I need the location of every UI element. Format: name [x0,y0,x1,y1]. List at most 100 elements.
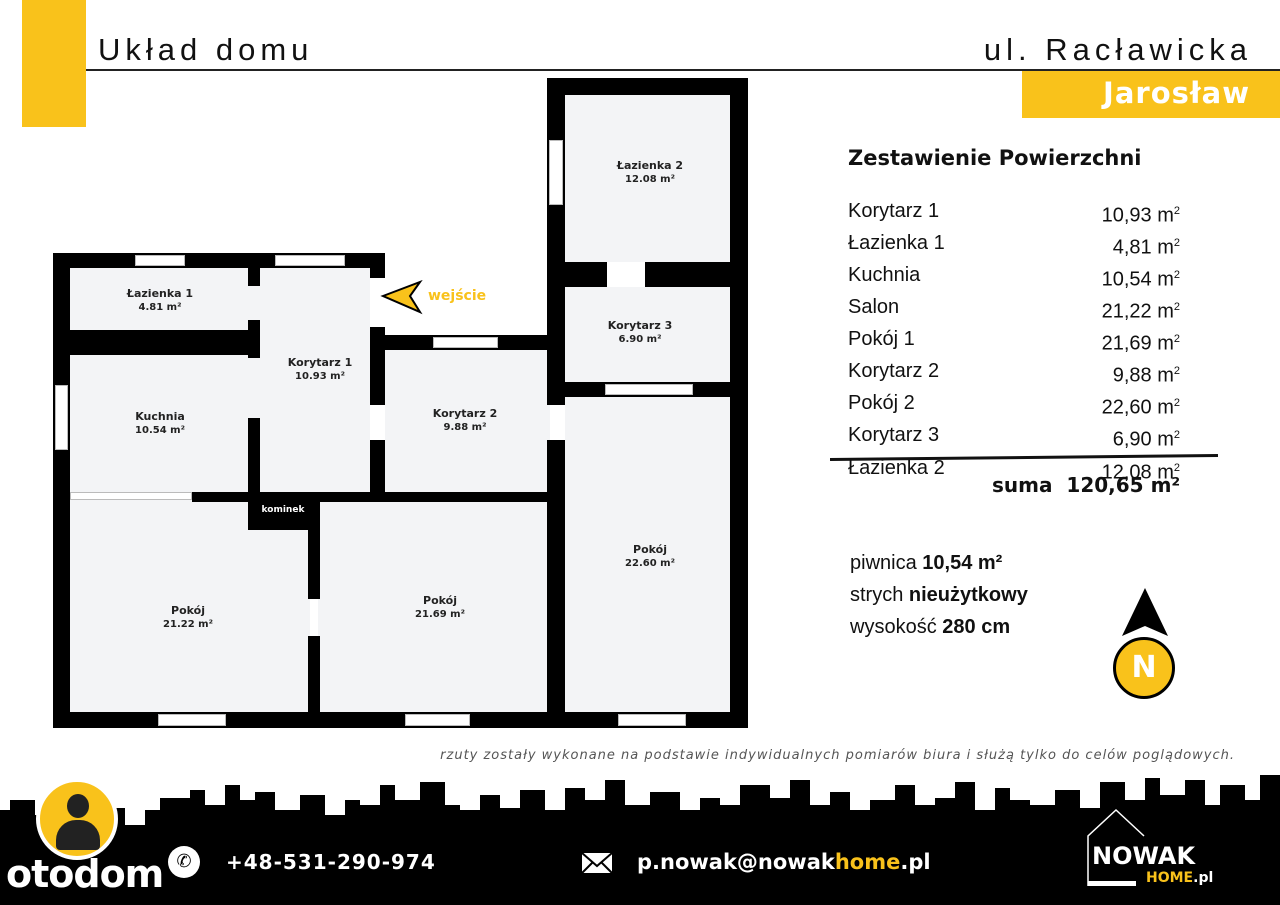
room-area: 9,88 m2 [1112,364,1180,387]
table-row: Pokój 2 22,60 m2 [848,390,1180,422]
room-lazienka-1 [70,268,248,330]
table-row: Łazienka 1 4,81 m2 [848,230,1180,262]
room-korytarz-2 [385,350,550,492]
wall [370,440,385,495]
room-area: 10,93 m2 [1101,204,1180,227]
wall [730,78,748,728]
room-lazienka-2 [565,95,730,262]
wall [248,320,260,358]
room-name: Pokój 2 [848,392,915,415]
extra-basement: piwnica 10,54 m² [850,552,1003,574]
table-row: Kuchnia 10,54 m2 [848,262,1180,294]
area-table: Korytarz 1 10,93 m2 Łazienka 1 4,81 m2 Kuc… [848,198,1180,487]
table-row: Pokój 1 21,69 m2 [848,326,1180,358]
wall [192,492,555,502]
compass-badge: N [1113,637,1175,699]
wall [547,440,565,720]
room-kuchnia [70,355,250,495]
page-title: Układ domu [98,32,314,67]
window [605,384,693,395]
nowak-home-logo: HOME.pl [1146,870,1214,886]
wall [565,262,607,287]
street-label: ul. Racławicka [983,32,1252,67]
wall [645,262,730,287]
compass-arrow-icon [1122,588,1168,636]
table-row: Korytarz 1 10,93 m2 [848,198,1180,230]
entrance-arrow-icon [380,280,423,315]
room-korytarz-3 [565,287,730,382]
email-icon [581,852,613,874]
table-row: Łazienka 2 12,08 m2 [848,455,1180,487]
room-name: Łazienka 1 [848,232,945,255]
room-name: Korytarz 3 [848,424,940,447]
accent-bar-left [22,0,86,127]
room-area: 10,54 m2 [1101,268,1180,291]
wall [53,712,748,728]
window [275,255,345,266]
wall [547,78,748,95]
nowak-house-icon [1087,808,1145,886]
window [158,714,226,726]
wall [248,268,260,286]
city-label: Jarosław [1103,76,1250,110]
phone-icon: ✆ [168,846,200,878]
wall [248,418,260,498]
room-area: 4,81 m2 [1112,236,1180,259]
otodom-agent-icon [36,778,118,860]
city-badge [1022,71,1280,118]
wall [547,78,565,405]
nowak-logo: NOWAK [1092,842,1196,870]
disclaimer: rzuty zostały wykonane na podstawie indy… [440,748,1235,763]
fireplace-block [248,495,318,530]
room-name: Pokój 1 [848,328,915,351]
window [135,255,185,266]
skyline-footer [0,775,1280,905]
room-area: 6,90 m2 [1112,429,1180,452]
room-name: Korytarz 1 [848,200,940,222]
room-area: 12,08 m2 [1101,461,1180,484]
window [70,492,192,500]
window [618,714,686,726]
room-pokoj-b [318,502,555,712]
extras: piwnica 10,54 m² strych nieużytkowy wyso… [850,547,1028,643]
room-area: 21,22 m2 [1101,300,1180,323]
window [433,337,498,348]
room-korytarz-1 [248,268,370,492]
phone-number[interactable]: +48-531-290-974 [226,850,436,874]
room-name: Salon [848,296,900,319]
summary-title: Zestawienie Powierzchni [848,146,1142,170]
window [405,714,470,726]
room-area: 22,60 m2 [1101,397,1180,420]
entrance-label: wejście [428,288,487,304]
table-row: Korytarz 2 9,88 m2 [848,358,1180,390]
otodom-logo: otodom [6,852,164,896]
wall [308,636,320,716]
wall [53,253,70,728]
sum-row: suma 120,65 m² [992,473,1181,497]
extra-height: wysokość 280 cm [850,616,1011,638]
room-name: Łazienka 2 [848,456,945,479]
header-divider [86,69,1280,71]
wall [70,330,248,355]
table-row: Korytarz 3 6,90 m2 [848,422,1180,454]
extra-attic: strych nieużytkowy [850,584,1028,606]
room-name: Kuchnia [848,264,921,287]
window [55,385,68,450]
email-link[interactable]: p.nowak@nowakhome.pl [637,850,931,874]
room-pokoj-c [565,397,730,712]
wall [370,253,385,278]
room-area: 21,69 m2 [1101,332,1180,355]
room-name: Korytarz 2 [848,360,940,383]
room-pokoj-a [70,495,310,712]
window [549,140,563,205]
